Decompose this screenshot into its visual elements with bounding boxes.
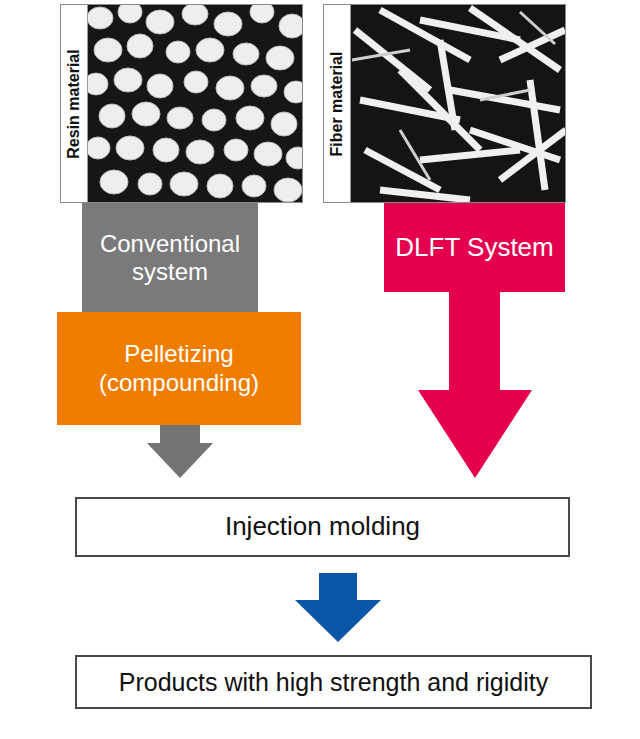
box-text: Pelletizing (compounding) — [67, 340, 291, 398]
arrow-label-box: Conventional system — [82, 203, 258, 312]
box-text: Products with high strength and rigidity — [119, 667, 548, 697]
label-strip: Fiber material — [324, 5, 351, 202]
result-box: Products with high strength and rigidity — [75, 655, 592, 709]
resin-photo: Resin material — [60, 4, 303, 203]
flow-arrow — [147, 425, 213, 478]
fiber-photo: Fiber material — [323, 4, 566, 203]
label-strip: Resin material — [61, 5, 88, 202]
box-text: Injection molding — [225, 511, 420, 542]
arrow-label-box: DLFT System — [384, 203, 565, 292]
process-box: Pelletizing (compounding) — [57, 312, 301, 425]
flow-arrow — [82, 203, 258, 312]
flow-arrow — [295, 573, 381, 642]
flow-arrow — [384, 203, 565, 478]
arrow-label: Conventional system — [86, 230, 254, 285]
photo-label: Resin material — [65, 49, 83, 158]
resin-pellets — [86, 4, 303, 203]
fiber-strands — [349, 4, 566, 203]
process-box: Injection molding — [75, 497, 570, 557]
photo-label: Fiber material — [328, 51, 346, 156]
arrow-label: DLFT System — [395, 233, 553, 263]
